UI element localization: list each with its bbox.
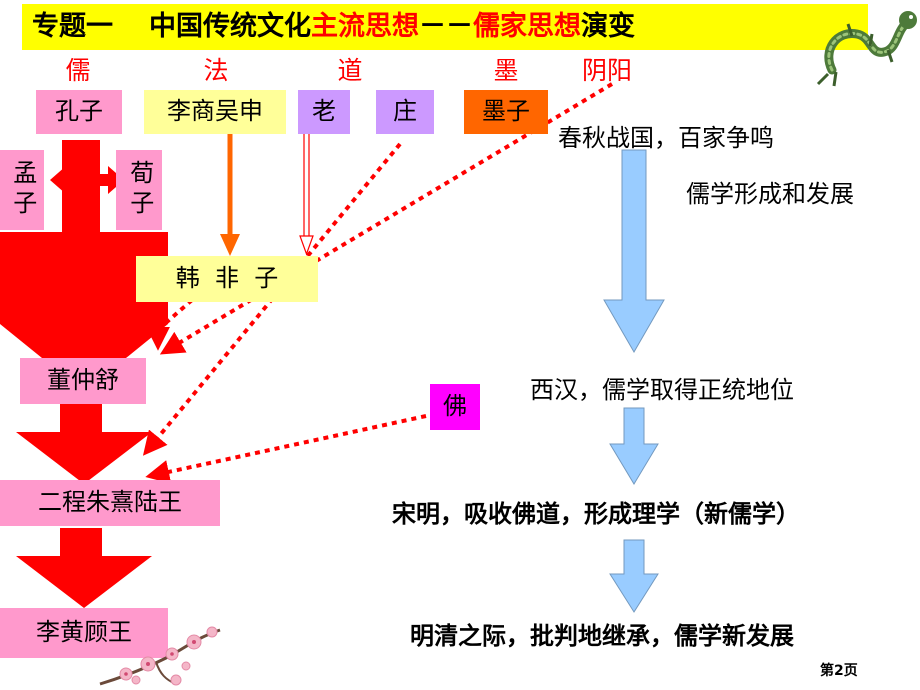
timeline-arrow-3 [609, 539, 659, 613]
timeline-arrow-1 [603, 149, 665, 354]
main-arrow-3 [16, 528, 152, 608]
title-topic: 专题一 [32, 11, 113, 42]
box-laozi: 老 [298, 90, 350, 134]
plum-blossom-icon [99, 626, 221, 686]
box-xunzi: 荀子 [116, 150, 162, 230]
box-kongzi: 孔子 [36, 90, 122, 134]
double-arrow [50, 166, 124, 194]
dotted-arrow-zhuang [142, 142, 402, 456]
box-dongzhongshu: 董仲舒 [20, 358, 146, 404]
dotted-arrow-fo [145, 414, 427, 484]
title-evolution: 演变 [581, 11, 635, 42]
box-zhuangzi: 庄 [376, 90, 434, 134]
school-ru: 儒 [65, 56, 91, 85]
box-mengzi: 孟子 [0, 150, 44, 230]
title-culture: 中国传统文化 [149, 11, 311, 42]
note-formation: 儒学形成和发展 [686, 180, 854, 208]
note-ming-qing: 明清之际，批判地继承，儒学新发展 [410, 622, 794, 650]
note-song-ming: 宋明，吸收佛道，形成理学（新儒学） [392, 500, 800, 528]
box-legalists: 李商吴申 [144, 90, 286, 134]
note-western-han: 西汉，儒学取得正统地位 [530, 376, 794, 404]
box-mozi: 墨子 [464, 90, 548, 134]
school-fa: 法 [203, 56, 229, 85]
main-arrow-2 [16, 402, 152, 484]
box-neo-confucians: 二程朱熹陆王 [0, 480, 220, 526]
main-arrow-1 [0, 140, 168, 392]
school-mo: 墨 [493, 56, 519, 85]
school-yinyang: 阴阳 [581, 56, 632, 85]
dotted-arrow-yinyang [159, 82, 614, 355]
title-bar: 专题一 中国传统文化主流思想－－儒家思想演变 [22, 4, 868, 50]
dragon-icon [816, 11, 917, 87]
box-buddhism: 佛 [430, 384, 480, 430]
title-dash: －－ [419, 11, 473, 42]
box-qing-scholars: 李黄顾王 [0, 608, 168, 658]
hollow-arrow [299, 235, 314, 256]
title-mainstream: 主流思想 [311, 11, 419, 42]
title-confucian: 儒家思想 [473, 11, 581, 42]
orange-arrow [220, 234, 240, 256]
page-number: 第2页 [820, 663, 858, 679]
note-spring-autumn: 春秋战国，百家争鸣 [558, 124, 774, 152]
timeline-arrow-2 [609, 407, 659, 485]
dotted-arrow-han [158, 298, 194, 330]
box-hanfeizi: 韩 非 子 [136, 256, 318, 302]
school-dao: 道 [337, 56, 363, 85]
